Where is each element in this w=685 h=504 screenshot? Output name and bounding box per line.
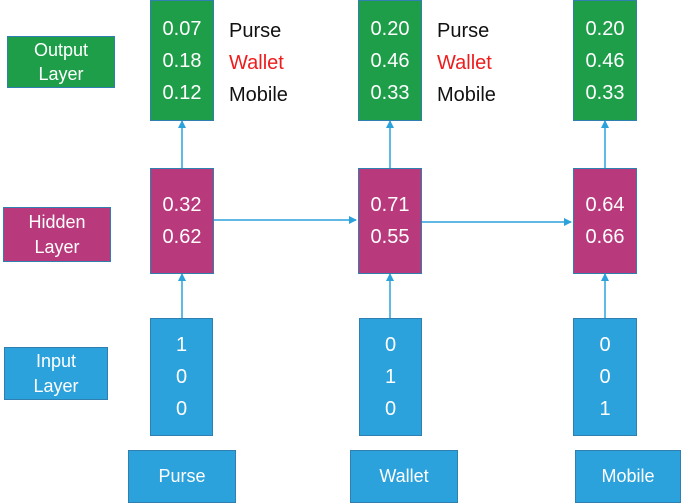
output-label-wallet: Wallet [229,52,284,74]
output-label-mobile: Mobile [437,84,496,106]
output-label-purse: Purse [229,20,282,42]
input-node-1: 1 0 0 [150,318,213,436]
input-value: 0 [175,398,188,420]
input-value: 0 [384,398,397,420]
output-layer-label: Output Layer [7,36,115,88]
hidden-value: 0.66 [585,226,625,248]
output-node-3: 0.20 0.46 0.33 [573,0,637,121]
output-layer-label-line2: Layer [38,64,84,84]
output-node-2: 0.20 0.46 0.33 [358,0,422,121]
hidden-layer-label-line2: Layer [34,236,80,257]
input-layer-label-line1: Input [35,351,77,372]
word-label: Mobile [601,466,655,487]
input-layer-label-line2: Layer [33,375,79,396]
output-value: 0.33 [370,81,410,104]
input-value: 0 [384,334,397,356]
hidden-node-2: 0.71 0.55 [358,168,422,274]
output-label-mobile: Mobile [229,84,288,106]
output-labels-1: Purse Wallet Mobile [229,15,288,111]
word-box-2: Wallet [350,450,458,503]
input-layer-label: Input Layer [4,347,108,400]
input-value: 1 [384,366,397,388]
hidden-node-3: 0.64 0.66 [573,168,637,274]
hidden-value: 0.71 [370,194,410,216]
hidden-layer-label: Hidden Layer [3,207,111,262]
word-label: Wallet [379,466,429,487]
input-node-2: 0 1 0 [359,318,422,436]
output-value: 0.18 [162,49,202,72]
hidden-value: 0.55 [370,226,410,248]
output-value: 0.46 [370,49,410,72]
word-box-1: Purse [128,450,236,503]
output-label-purse: Purse [437,20,490,42]
hidden-value: 0.64 [585,194,625,216]
word-label: Purse [158,466,206,487]
output-node-1: 0.07 0.18 0.12 [150,0,214,121]
word-box-3: Mobile [575,450,681,503]
output-value: 0.20 [370,17,410,40]
input-node-3: 0 0 1 [573,318,637,436]
output-value: 0.20 [585,17,625,40]
hidden-value: 0.62 [162,226,202,248]
output-value: 0.12 [162,81,202,104]
hidden-value: 0.32 [162,194,202,216]
output-labels-2: Purse Wallet Mobile [437,15,496,111]
input-value: 0 [599,334,611,356]
output-value: 0.07 [162,17,202,40]
output-value: 0.33 [585,81,625,104]
input-value: 0 [599,366,611,388]
output-layer-label-line1: Output [33,39,89,60]
output-label-wallet: Wallet [437,52,492,74]
hidden-layer-label-line1: Hidden [28,212,86,233]
output-value: 0.46 [585,49,625,72]
input-value: 1 [599,398,611,420]
input-value: 1 [175,334,188,356]
input-value: 0 [175,366,188,388]
hidden-node-1: 0.32 0.62 [150,168,214,274]
